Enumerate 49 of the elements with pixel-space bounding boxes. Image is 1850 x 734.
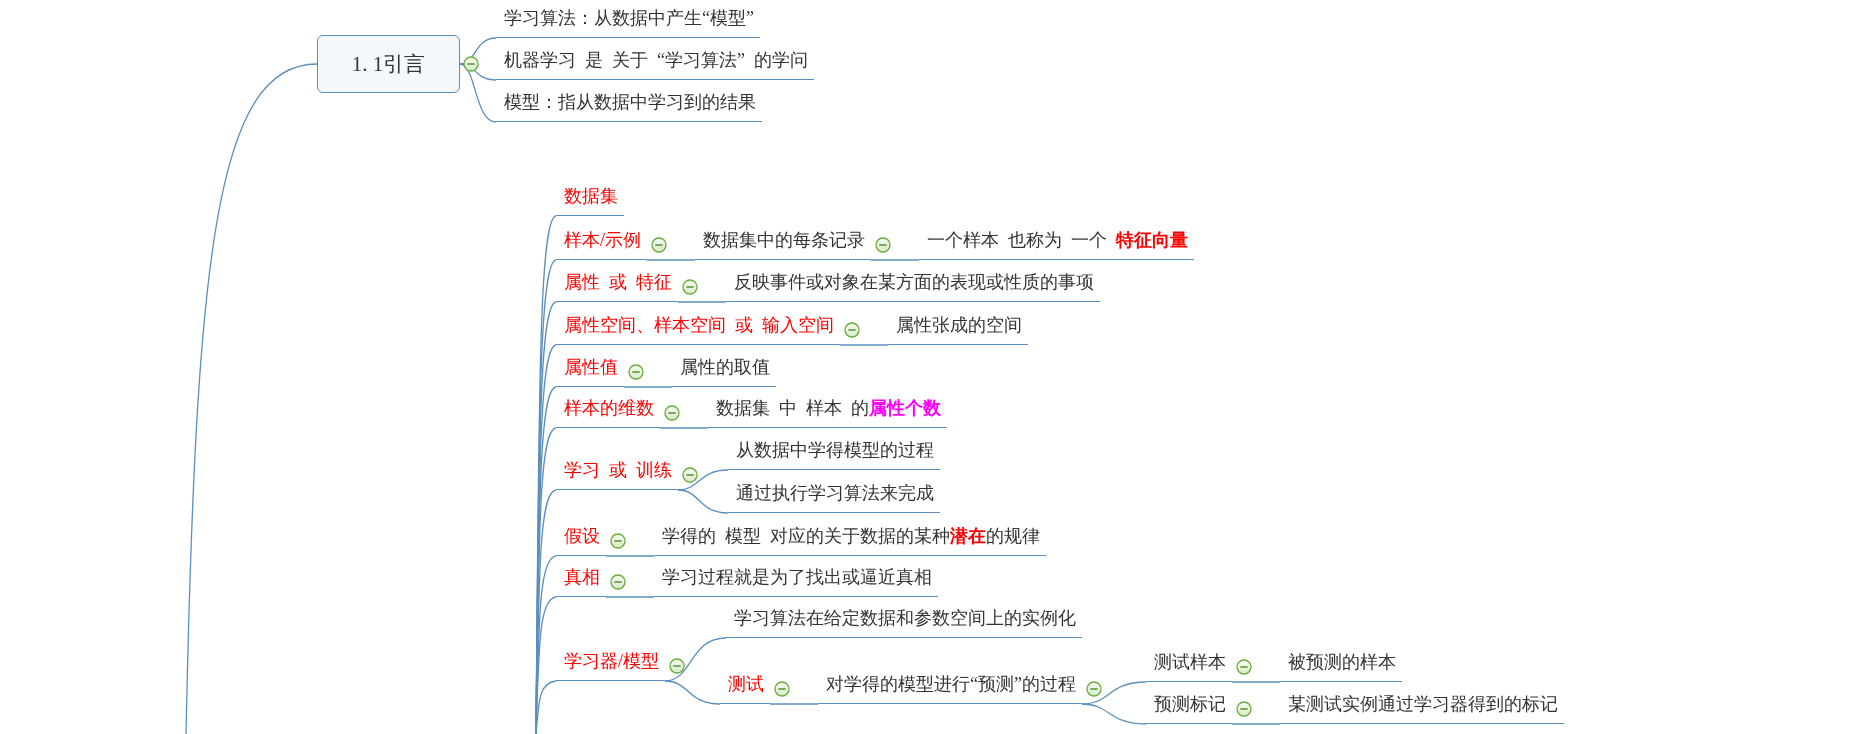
topic-label: 一个样本 也称为 一个 特征向量: [919, 226, 1194, 260]
topic-label: 样本/示例: [556, 226, 647, 260]
connector: [664, 680, 721, 705]
topic-label: 学习过程就是为了找出或逼近真相: [654, 563, 938, 597]
connector: [623, 386, 673, 388]
connector: [839, 344, 889, 346]
topic-label: 属性张成的空间: [888, 311, 1028, 345]
topic-label: 模型：指从数据中学习到的结果: [496, 88, 762, 122]
connector: [605, 596, 655, 598]
topic-label: 从数据中学得模型的过程: [728, 436, 940, 470]
topic-label: 假设: [556, 522, 606, 556]
topic-label: 数据集: [556, 182, 624, 216]
topic-box: 1. 1引言: [317, 35, 460, 93]
connector: [535, 596, 557, 734]
topic-label: 属性的取值: [672, 353, 776, 387]
topic-label: 样本的维数: [556, 394, 660, 428]
topic-label: 某测试实例通过学习器得到的标记: [1280, 690, 1564, 724]
topic-label: 学习算法在给定数据和参数空间上的实例化: [726, 604, 1082, 638]
topic-label: 预测标记: [1146, 690, 1232, 724]
topic-label: 数据集 中 样本 的属性个数: [708, 394, 947, 428]
connector: [677, 489, 729, 514]
topic-label: 属性空间、样本空间 或 输入空间: [556, 311, 840, 345]
topic-label: 属性值: [556, 353, 624, 387]
topic-label: 学得的 模型 对应的关于数据的某种潜在的规律: [654, 522, 1046, 556]
topic-label: 属性 或 特征: [556, 268, 678, 302]
connector: [1081, 703, 1147, 725]
topic-label: 数据集中的每条记录: [695, 226, 871, 260]
connector: [185, 63, 318, 734]
connector: [677, 301, 727, 303]
topic-label: 反映事件或对象在某方面的表现或性质的事项: [726, 268, 1100, 302]
topic-label: 学习器/模型: [556, 647, 665, 681]
topic-label: 通过执行学习算法来完成: [728, 479, 940, 513]
connector: [659, 427, 709, 429]
connector: [1231, 723, 1281, 725]
topic-label: 测试样本: [1146, 648, 1232, 682]
topic-label: 对学得的模型进行“预测”的过程: [818, 670, 1082, 704]
connector: [769, 703, 819, 705]
connector: [1231, 681, 1281, 683]
connector: [605, 555, 655, 557]
connector: [646, 259, 696, 261]
topic-label: 学习 或 训练: [556, 456, 678, 490]
topic-label: 被预测的样本: [1280, 648, 1402, 682]
connector: [459, 37, 497, 65]
topic-label: 测试: [720, 670, 770, 704]
topic-label: 机器学习 是 关于 “学习算法” 的学问: [496, 46, 814, 80]
connector: [459, 63, 497, 123]
connector: [870, 259, 920, 261]
topic-label: 学习算法：从数据中产生“模型”: [496, 4, 760, 38]
topic-label: 真相: [556, 563, 606, 597]
